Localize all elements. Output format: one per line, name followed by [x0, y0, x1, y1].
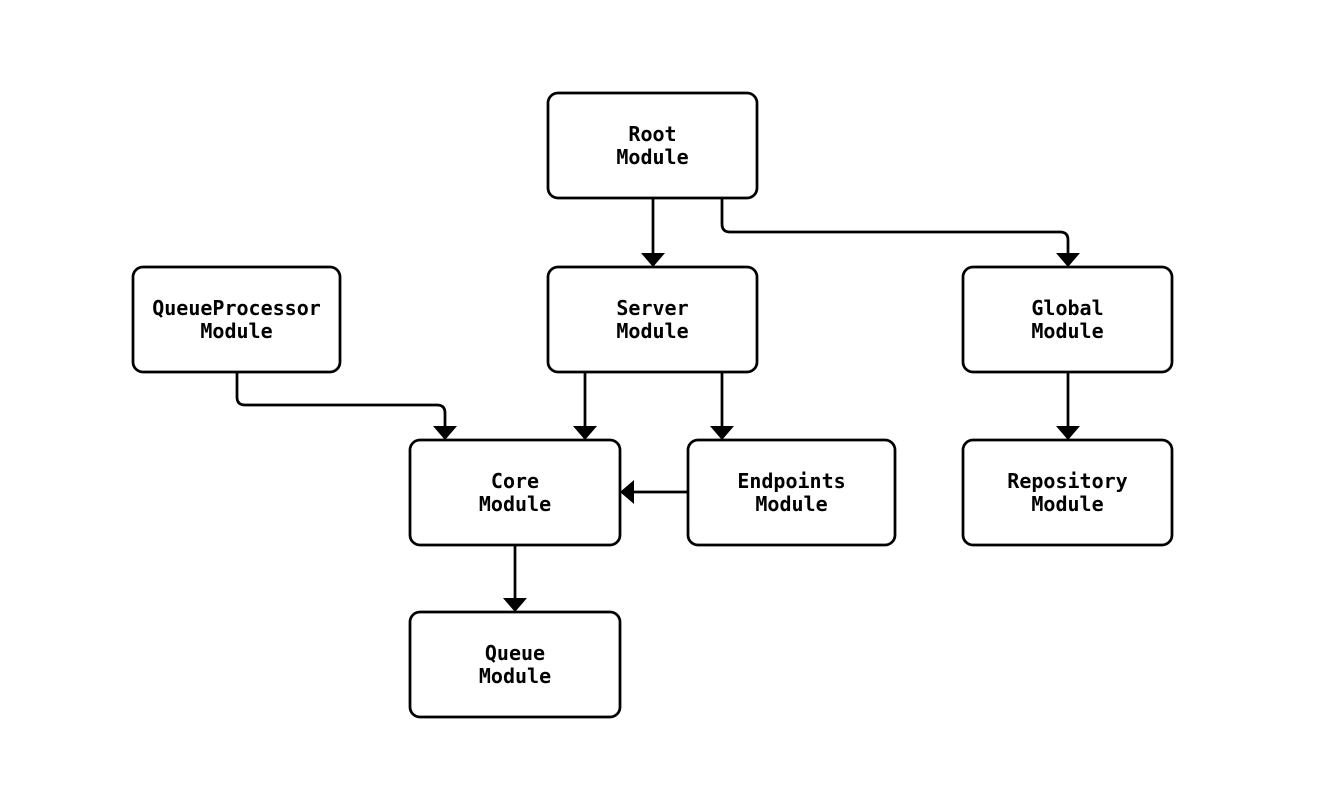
node-label-line: Core	[491, 469, 539, 493]
node-label-line: Global	[1031, 296, 1103, 320]
node-label-line: Repository	[1007, 469, 1127, 493]
node-label-line: Root	[628, 122, 676, 146]
node-label-line: Module	[1031, 492, 1103, 516]
node-label-line: Module	[616, 319, 688, 343]
node-box	[408, 610, 622, 719]
node-box	[131, 265, 342, 374]
node-label-line: Module	[1031, 319, 1103, 343]
edge-global-to-repository	[1056, 372, 1080, 440]
node-box	[408, 438, 622, 547]
node-box	[546, 265, 759, 374]
edge-line	[720, 198, 1070, 253]
edge-root-to-global	[720, 198, 1080, 267]
arrowhead-icon	[1056, 253, 1080, 267]
arrowhead-icon	[620, 480, 634, 504]
node-label-line: Queue	[485, 641, 545, 665]
node-box	[961, 265, 1174, 374]
node-label-line: Module	[616, 145, 688, 169]
edge-queueprocessor-to-core	[235, 372, 457, 440]
arrowhead-icon	[503, 598, 527, 612]
arrowhead-icon	[1056, 426, 1080, 440]
node-box	[546, 91, 759, 200]
arrowhead-icon	[641, 253, 665, 267]
arrowhead-icon	[573, 426, 597, 440]
node-label-line: Endpoints	[737, 469, 845, 493]
edge-root-to-server	[641, 198, 665, 267]
node-box	[961, 438, 1174, 547]
edge-line	[235, 372, 447, 426]
edge-core-to-queue	[503, 545, 527, 612]
node-label-line: Module	[479, 492, 551, 516]
edge-server-to-endpoints	[710, 372, 734, 440]
node-label-line: QueueProcessor	[152, 296, 321, 320]
node-label-line: Module	[755, 492, 827, 516]
arrowhead-icon	[433, 426, 457, 440]
arrowhead-icon	[710, 426, 734, 440]
node-label-line: Module	[200, 319, 272, 343]
node-box	[686, 438, 897, 547]
edge-server-to-core	[573, 372, 597, 440]
node-label-line: Server	[616, 296, 688, 320]
edge-endpoints-to-core	[620, 480, 688, 504]
node-label-line: Module	[479, 664, 551, 688]
